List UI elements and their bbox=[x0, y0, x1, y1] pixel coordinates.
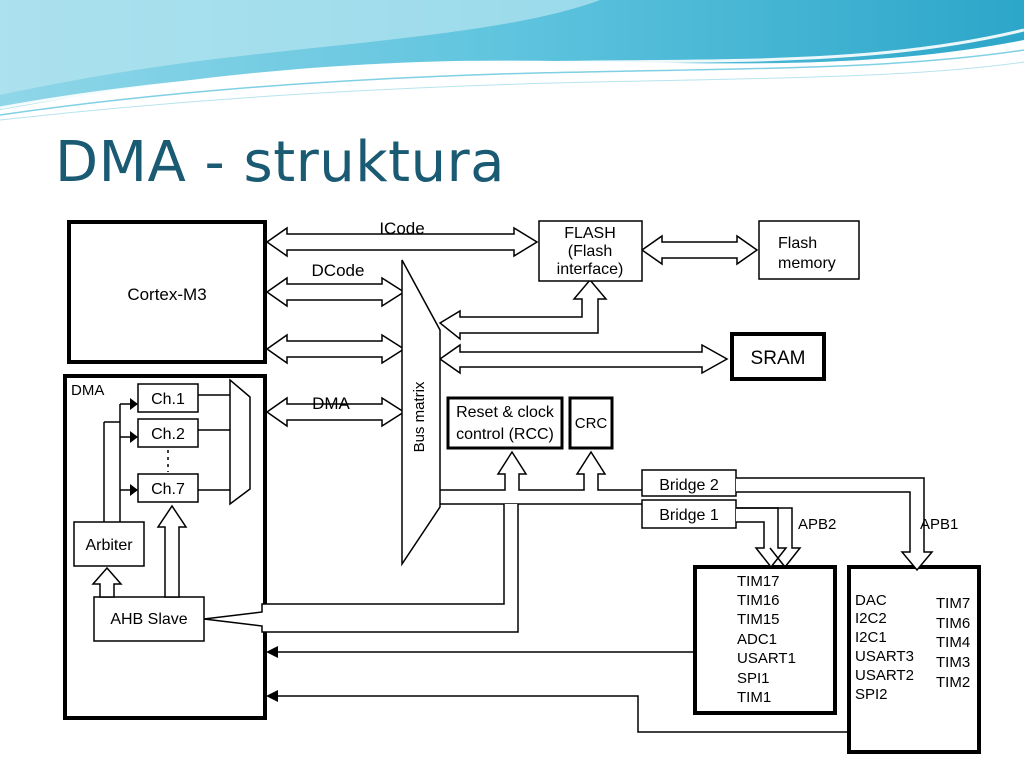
bus-matrix-label: Bus matrix bbox=[411, 381, 428, 452]
list-item: DAC bbox=[855, 592, 887, 609]
rcc-line2: control (RCC) bbox=[456, 426, 554, 443]
list-item: SPI1 bbox=[737, 670, 770, 687]
ahb-slave-label: AHB Slave bbox=[110, 611, 187, 628]
flash-memory-line2: memory bbox=[778, 255, 836, 272]
list-item: TIM4 bbox=[936, 634, 970, 651]
apb2-peripheral-list: TIM17 TIM16 TIM15 ADC1 USART1 SPI1 TIM1 bbox=[737, 573, 796, 706]
dma-bus-label: DMA bbox=[312, 394, 350, 413]
slide-title: DMA - struktura bbox=[55, 130, 505, 195]
dcode-label: DCode bbox=[312, 261, 365, 280]
list-item: USART3 bbox=[855, 648, 914, 665]
cortex-m3-label: Cortex-M3 bbox=[127, 285, 206, 304]
list-item: USART1 bbox=[737, 650, 796, 667]
list-item: I2C1 bbox=[855, 629, 887, 646]
apb2-label: APB2 bbox=[798, 516, 836, 533]
crc-label: CRC bbox=[575, 415, 608, 432]
flash-memory-line1: Flash bbox=[778, 235, 817, 252]
list-item: TIM16 bbox=[737, 592, 780, 609]
list-item: USART2 bbox=[855, 667, 914, 684]
dma-block-label: DMA bbox=[71, 382, 104, 399]
icode-label: ICode bbox=[379, 219, 424, 238]
sram-label: SRAM bbox=[751, 348, 806, 369]
list-item: TIM1 bbox=[737, 689, 771, 706]
apb1-peripheral-list-right: TIM7 TIM6 TIM4 TIM3 TIM2 bbox=[936, 595, 970, 691]
apb1-label: APB1 bbox=[920, 516, 958, 533]
list-item: TIM3 bbox=[936, 654, 970, 671]
bridge1-label: Bridge 1 bbox=[659, 507, 719, 524]
list-item: TIM7 bbox=[936, 595, 970, 612]
list-item: ADC1 bbox=[737, 631, 777, 648]
channel-2-label: Ch.2 bbox=[151, 426, 185, 443]
list-item: TIM17 bbox=[737, 573, 780, 590]
channel-7-label: Ch.7 bbox=[151, 481, 185, 498]
flash-line2: (Flash bbox=[568, 243, 612, 260]
list-item: TIM15 bbox=[737, 611, 780, 628]
flash-line1: FLASH bbox=[564, 225, 616, 242]
dma-structure-diagram: Cortex-M3 ICode DCode DMA Bus matrix FLA… bbox=[52, 192, 1024, 768]
bridge2-label: Bridge 2 bbox=[659, 477, 719, 494]
list-item: I2C2 bbox=[855, 610, 887, 627]
header-wave-decoration bbox=[0, 0, 1024, 130]
list-item: SPI2 bbox=[855, 686, 888, 703]
flash-line3: interface) bbox=[557, 261, 624, 278]
arbiter-label: Arbiter bbox=[85, 537, 133, 554]
channel-1-label: Ch.1 bbox=[151, 391, 185, 408]
apb1-peripheral-list-left: DAC I2C2 I2C1 USART3 USART2 SPI2 bbox=[855, 592, 914, 703]
list-item: TIM2 bbox=[936, 674, 970, 691]
rcc-line1: Reset & clock bbox=[456, 404, 555, 421]
list-item: TIM6 bbox=[936, 615, 970, 632]
